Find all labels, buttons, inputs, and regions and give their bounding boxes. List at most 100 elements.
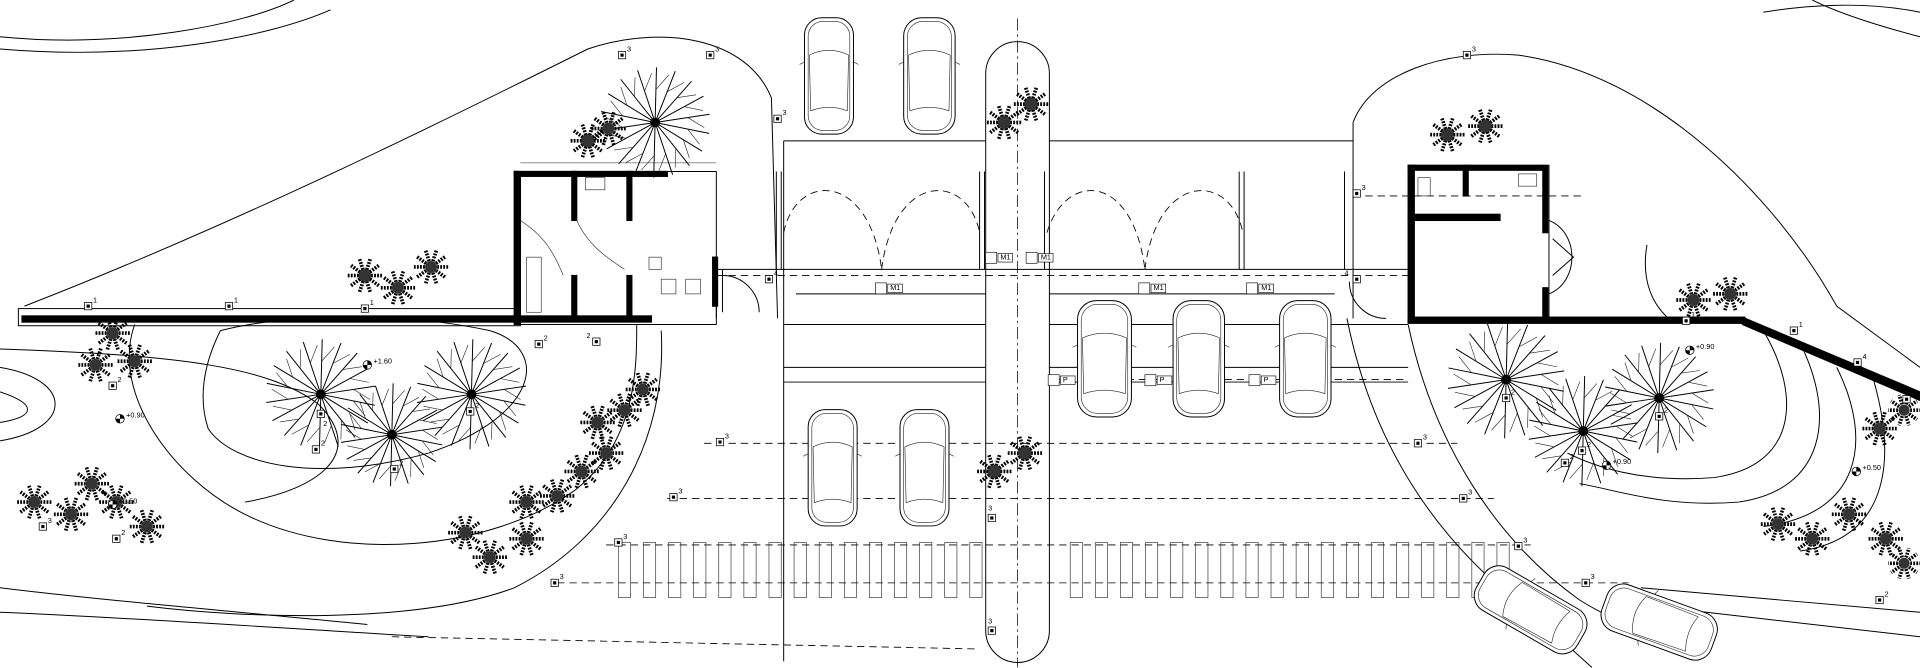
light-fixture: 3	[669, 486, 682, 502]
sign-label: M1	[1041, 253, 1051, 262]
palm-tree	[509, 521, 544, 556]
parking-stripe	[668, 542, 682, 598]
light-fixture: 2	[1560, 452, 1574, 467]
car	[803, 409, 863, 527]
parking-stripe	[718, 542, 732, 598]
parked-cars	[799, 17, 1718, 661]
parking-stripe	[1396, 542, 1410, 598]
elevation-label: +1.60	[373, 357, 392, 366]
left-boundary-wall	[21, 315, 515, 323]
palm-tree	[625, 372, 660, 407]
light-fixture: 2	[112, 528, 125, 543]
fixture-label: 3	[1423, 433, 1427, 442]
deciduous-tree	[416, 339, 526, 450]
parking-stripe	[818, 542, 832, 598]
fixture-label: 3	[678, 486, 682, 495]
fixture-label: 3	[988, 616, 992, 625]
fixture-label: 2	[321, 439, 325, 448]
parking-stripe	[1371, 542, 1384, 598]
light-fixture: 3	[715, 431, 729, 447]
fixture-label: 2	[399, 458, 403, 467]
elevation-marks: +1.60+0.90+0.50+0.90+0.50+0.90	[108, 342, 1881, 510]
palm-tree	[117, 344, 152, 379]
elevation-mark: +0.90	[1601, 457, 1631, 470]
palm-tree	[1888, 547, 1920, 579]
fixture-label: 4	[1911, 389, 1915, 398]
palm-tree	[607, 393, 642, 428]
palm-tree	[975, 453, 1013, 490]
elevation-mark: +0.90	[115, 411, 145, 424]
light-fixture: 3	[550, 572, 564, 587]
fixture-label: 3	[988, 504, 992, 513]
parking-stripe	[1270, 542, 1284, 598]
palm-tree	[580, 405, 615, 440]
palm-tree	[380, 270, 416, 305]
parking-stripe	[743, 542, 757, 598]
deciduous-tree	[1604, 342, 1714, 454]
fixture-label: 2	[1664, 406, 1668, 415]
elevation-label: +0.50	[1862, 463, 1881, 472]
elevation-mark: +0.50	[108, 496, 137, 510]
sign-label: M1	[1261, 283, 1271, 292]
light-fixture: 4	[1902, 389, 1916, 404]
parking-stripe	[919, 542, 933, 598]
fixture-label: 4	[1344, 269, 1348, 278]
fixture-label: 1	[93, 295, 97, 304]
fixture-label: 3	[782, 108, 786, 117]
parking-stripe	[1120, 542, 1133, 598]
light-fixture: 3	[1413, 433, 1427, 448]
fixture-label: 3	[1362, 183, 1366, 192]
light-fixture: 4	[764, 269, 778, 284]
car	[1072, 300, 1137, 418]
fixture-label: 2	[118, 375, 122, 384]
palm-tree	[78, 348, 113, 382]
palm-tree	[569, 122, 607, 159]
fixture-label: 3	[1468, 488, 1472, 497]
light-fixture: 3	[987, 504, 996, 523]
fixture-label: 1	[370, 298, 374, 307]
light-fixture: 1	[1682, 310, 1695, 325]
palm-tree	[1760, 507, 1796, 541]
light-fixture: 2	[316, 409, 327, 428]
fixture-label: 2	[1587, 440, 1591, 449]
light-fixture: 3	[1459, 488, 1472, 503]
parking-stripe	[793, 542, 807, 598]
elevation-label: +0.90	[126, 411, 145, 420]
light-fixture: 1	[224, 295, 238, 311]
palm-tree	[74, 466, 109, 501]
elevation-mark: +1.60	[362, 357, 392, 370]
parking-stripe	[1446, 542, 1460, 598]
sign-label: M1	[890, 283, 900, 292]
palm-tree	[1831, 497, 1867, 532]
palm-tree	[564, 454, 599, 489]
elevation-mark: +0.50	[1851, 463, 1881, 477]
fixture-label: 2	[1570, 452, 1574, 461]
light-fixture: 2	[587, 331, 601, 346]
parking-stripe	[1145, 542, 1159, 598]
parking-stripe	[1069, 542, 1083, 598]
palm-tree	[129, 509, 165, 544]
fixture-label: 4	[774, 269, 778, 278]
light-fixture: 3	[614, 532, 627, 547]
sign-tag: M1	[985, 251, 1013, 264]
sign-label: M1	[1000, 253, 1010, 262]
sign-tag: P	[1047, 374, 1076, 387]
light-fixture: 4	[1344, 269, 1361, 284]
light-fixture: 3	[1462, 44, 1476, 60]
sign-label: P	[1063, 375, 1068, 384]
fixture-label: 3	[623, 532, 627, 541]
car	[898, 17, 961, 135]
palm-tree	[1795, 521, 1830, 556]
fixture-label: 3	[627, 44, 631, 53]
parking-stripe	[869, 542, 882, 598]
fixture-label: 3	[1591, 572, 1595, 581]
palm-tree	[17, 485, 52, 519]
fixture-label: 2	[323, 419, 327, 428]
buildings	[17, 162, 1920, 402]
palm-tree	[588, 436, 624, 470]
car	[1168, 300, 1230, 418]
palm-tree	[448, 515, 483, 550]
fixture-label: 2	[121, 528, 125, 537]
parking-stripe	[1295, 542, 1309, 598]
